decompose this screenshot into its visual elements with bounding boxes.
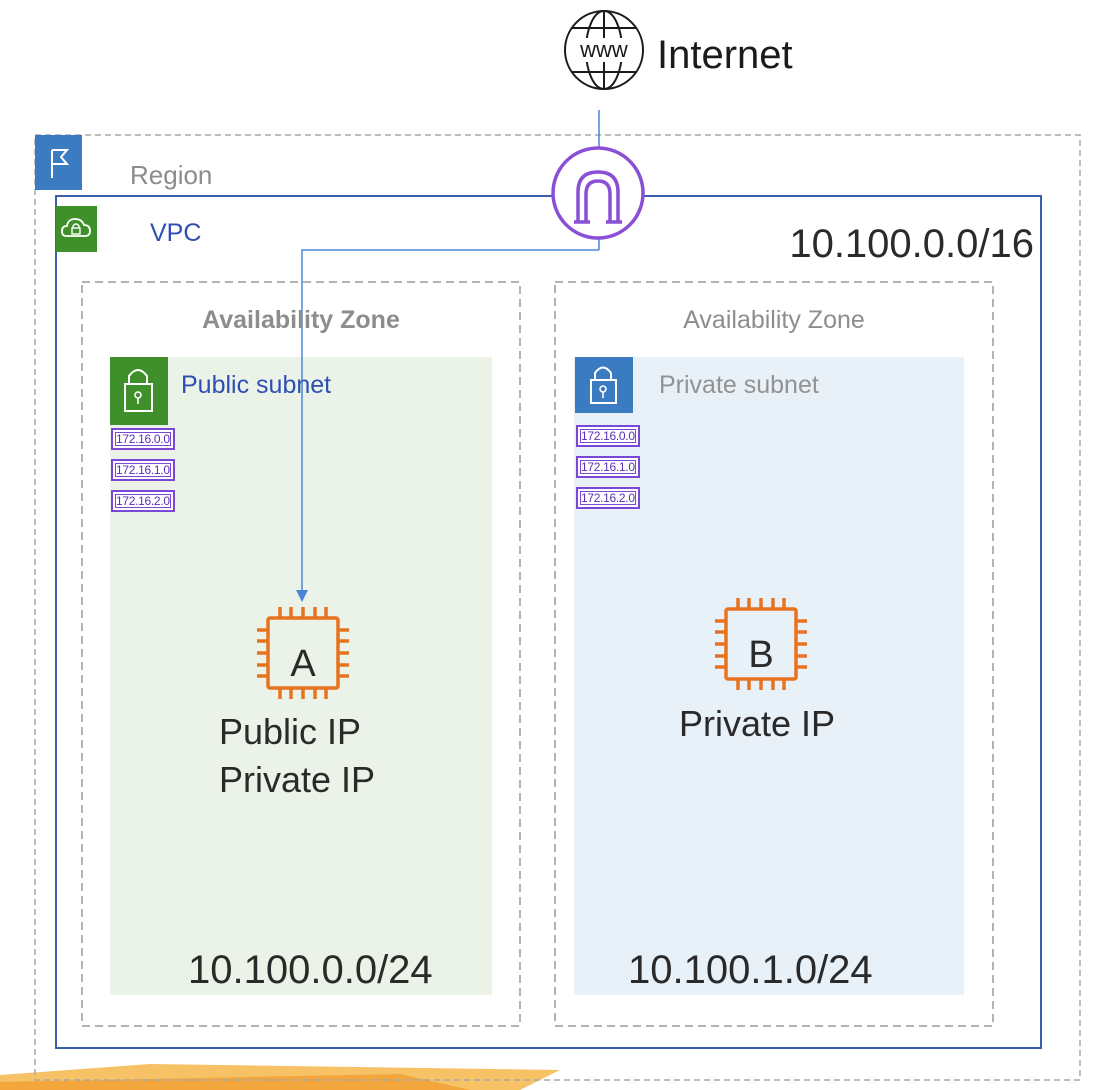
instance-b-letter: B [748,634,774,676]
vpc-cidr-label: 10.100.0.0/16 [789,222,1034,266]
route-tag: 172.16.2.0 [111,490,175,512]
route-tag: 172.16.0.0 [111,428,175,450]
region-label: Region [130,160,213,190]
slide-accent-shape [0,1064,560,1090]
instance-b-ip-list: Private IP [679,700,835,748]
private-subnet-label: Private subnet [659,371,819,399]
instance-a-ip-list: Public IP Private IP [219,708,375,804]
lock-icon [575,357,633,413]
region-boundary [34,134,1081,1081]
internet-gateway-icon [551,146,645,240]
instance-b-private-ip-label: Private IP [679,703,836,744]
arrow-head [296,590,308,602]
public-subnet-label: Public subnet [181,371,332,399]
availability-zone-2-title: Availability Zone [683,306,865,334]
internet-label: Internet [657,33,793,77]
instance-a-private-ip-label: Private IP [219,759,376,800]
private-subnet-cidr: 10.100.1.0/24 [628,948,873,992]
route-tag: 172.16.2.0 [576,487,640,509]
availability-zone-1-title: Availability Zone [202,306,400,334]
route-to-instance-line [301,249,599,590]
flag-icon [35,135,82,190]
globe-www-icon: www [564,10,644,90]
instance-a-letter: A [290,643,316,685]
cloud-lock-icon [56,206,97,252]
lock-icon [110,357,168,425]
public-subnet-cidr: 10.100.0.0/24 [188,948,433,992]
globe-www-text: www [579,37,628,62]
route-tag: 172.16.1.0 [576,456,640,478]
route-tag: 172.16.0.0 [576,425,640,447]
vpc-label: VPC [150,219,202,247]
route-tag: 172.16.1.0 [111,459,175,481]
slide-accent-shape-2 [0,1074,470,1090]
instance-a-public-ip-label: Public IP [219,711,362,752]
